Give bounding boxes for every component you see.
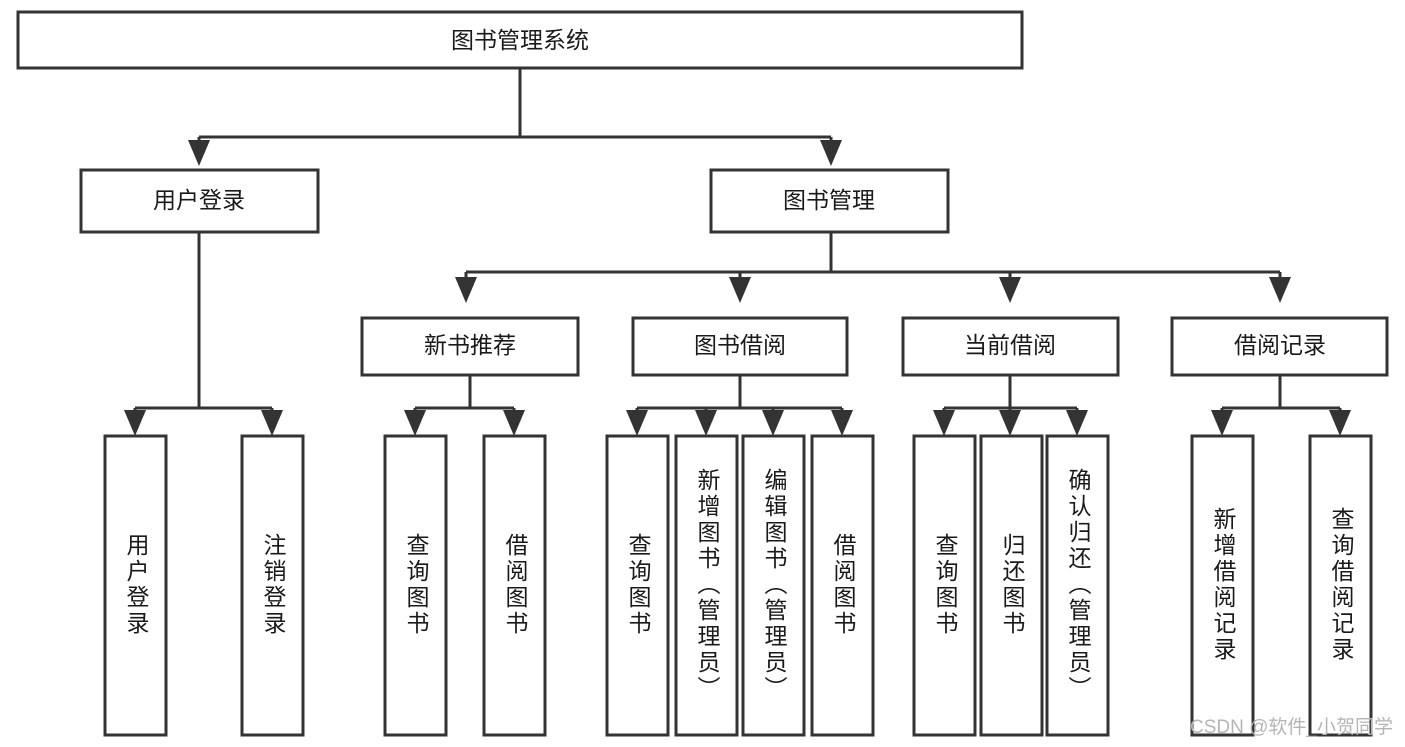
connectors-newbook-to-leaves [404, 375, 525, 436]
node-leaf-query-record[interactable]: 查询借阅记录 [1308, 434, 1373, 737]
node-leaf-query-record-label: 查询借阅记录 [1328, 507, 1355, 663]
node-user-login[interactable]: 用户登录 [79, 168, 320, 234]
node-borrow-record-label: 借阅记录 [1234, 332, 1326, 358]
csdn-watermark: CSDN @软件_小贺同学 [1190, 717, 1393, 738]
node-root-system[interactable]: 图书管理系统 [16, 10, 1024, 70]
node-leaf-query-book-2-label: 查询图书 [625, 533, 652, 637]
node-leaf-borrow-book-2-label: 借阅图书 [830, 533, 857, 637]
node-leaf-borrow-book-2[interactable]: 借阅图书 [810, 434, 875, 737]
node-book-manage-label: 图书管理 [783, 187, 875, 213]
node-leaf-user-login-label: 用户登录 [123, 533, 150, 637]
connectors-currentborrow-to-leaves [933, 375, 1088, 436]
node-leaf-return-book[interactable]: 归还图书 [979, 434, 1044, 737]
node-leaf-user-logout[interactable]: 注销登录 [240, 434, 305, 737]
connectors-bookmanage-to-level3 [455, 232, 1291, 303]
node-leaf-query-book-1[interactable]: 查询图书 [383, 434, 448, 737]
node-borrow-record[interactable]: 借阅记录 [1170, 316, 1389, 377]
node-book-borrow[interactable]: 图书借阅 [631, 316, 849, 377]
node-leaf-user-logout-label: 注销登录 [260, 533, 287, 637]
node-leaf-query-book-2[interactable]: 查询图书 [605, 434, 670, 737]
node-leaf-user-login[interactable]: 用户登录 [103, 434, 168, 737]
connectors-borrowrecord-to-leaves [1211, 375, 1351, 436]
node-user-login-label: 用户登录 [153, 187, 245, 213]
node-current-borrow-label: 当前借阅 [964, 332, 1056, 358]
connectors-root-to-level2 [188, 68, 842, 166]
node-leaf-add-record-label: 新增借阅记录 [1210, 507, 1237, 663]
node-leaf-edit-book[interactable]: 编辑图书（管理员） [741, 434, 806, 737]
node-leaf-confirm-return-label: 确认归还（管理员） [1065, 468, 1092, 702]
node-leaf-add-book-label: 新增图书（管理员） [694, 468, 721, 702]
node-leaf-borrow-book-1[interactable]: 借阅图书 [482, 434, 547, 737]
node-leaf-query-book-3[interactable]: 查询图书 [912, 434, 977, 737]
node-leaf-return-book-label: 归还图书 [999, 533, 1026, 637]
node-current-borrow[interactable]: 当前借阅 [901, 316, 1120, 377]
node-root-system-label: 图书管理系统 [451, 27, 589, 53]
node-book-manage[interactable]: 图书管理 [709, 168, 950, 234]
node-leaf-add-record[interactable]: 新增借阅记录 [1190, 434, 1255, 737]
node-book-borrow-label: 图书借阅 [694, 332, 786, 358]
node-leaf-borrow-book-1-label: 借阅图书 [502, 533, 529, 637]
node-leaf-edit-book-label: 编辑图书（管理员） [761, 468, 788, 702]
connectors-bookborrow-to-leaves [626, 375, 853, 436]
node-leaf-add-book[interactable]: 新增图书（管理员） [674, 434, 739, 737]
node-leaf-confirm-return[interactable]: 确认归还（管理员） [1045, 434, 1110, 737]
node-leaf-query-book-1-label: 查询图书 [403, 533, 430, 637]
connectors-userlogin-to-leaves [124, 232, 283, 436]
node-leaf-query-book-3-label: 查询图书 [932, 533, 959, 637]
node-new-book-recommend-label: 新书推荐 [424, 332, 516, 358]
node-new-book-recommend[interactable]: 新书推荐 [360, 316, 580, 377]
